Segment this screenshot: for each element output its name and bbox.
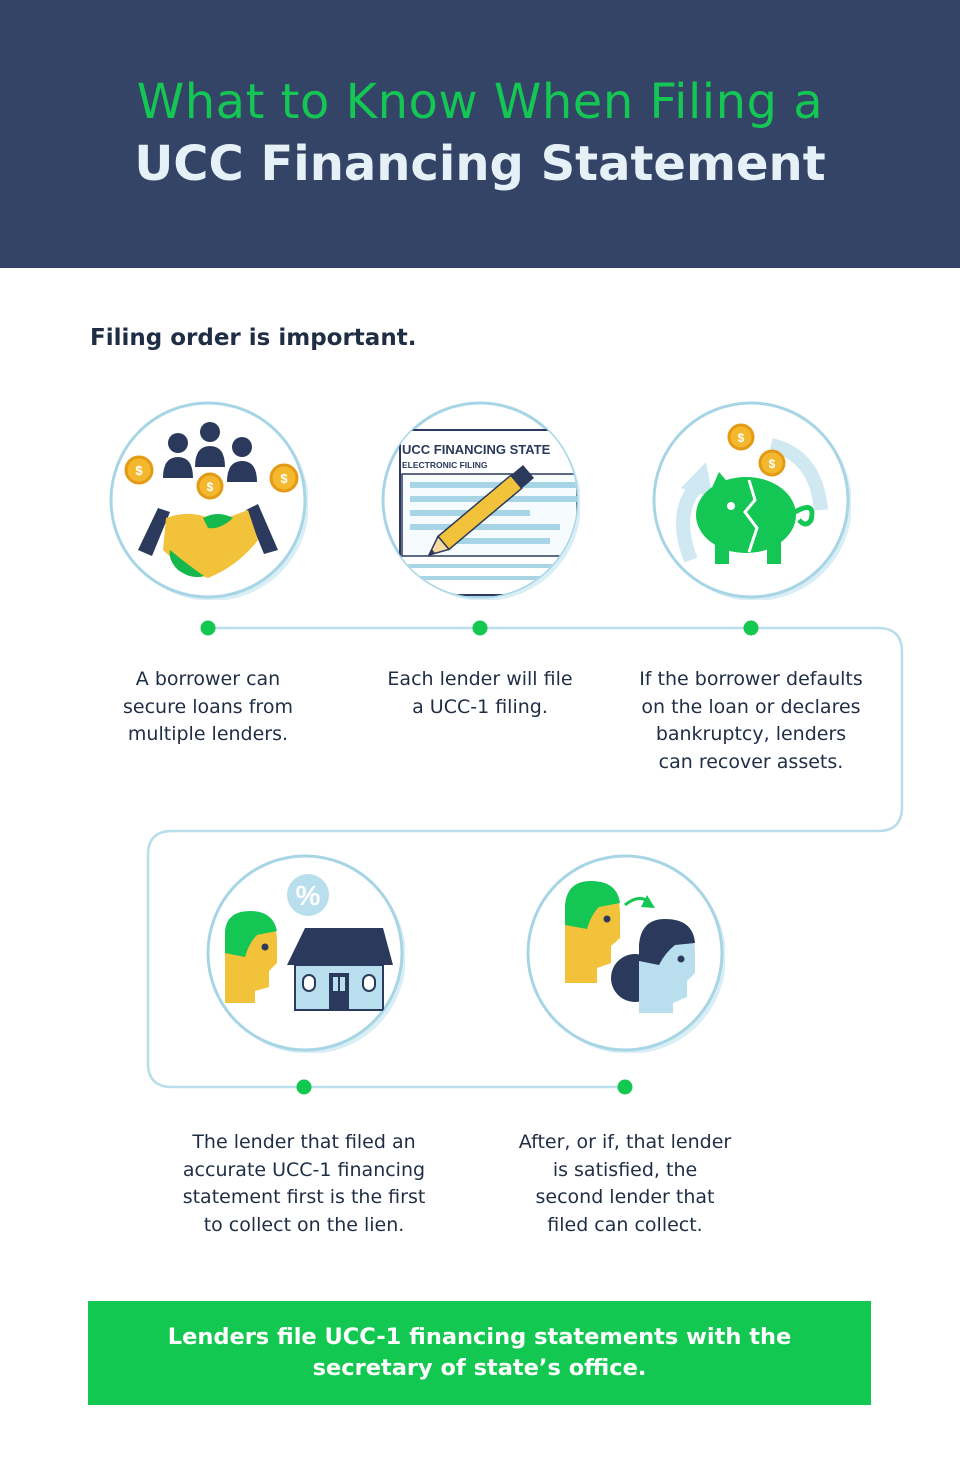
section-subheading: Filing order is important. (90, 325, 417, 351)
handshake-lenders-icon: $ $ $ (108, 400, 308, 600)
step-4-caption: The lender that filed an accurate UCC-1 … (182, 1131, 426, 1236)
timeline-dot (472, 620, 488, 636)
step-1-caption: A borrower can secure loans from multipl… (123, 668, 293, 745)
svg-text:$: $ (738, 431, 745, 445)
svg-text:$: $ (280, 471, 288, 486)
summary-banner-text: Lenders file UCC-1 financing statements … (167, 1324, 792, 1381)
header-banner: What to Know When Filing a UCC Financing… (0, 0, 960, 268)
ucc-filing-document-icon: UCC FINANCING STATE ELECTRONIC FILING (380, 400, 580, 600)
document-subtitle: ELECTRONIC FILING (402, 460, 488, 470)
summary-banner: Lenders file UCC-1 financing statements … (88, 1301, 871, 1405)
step-3-caption: If the borrower defaults on the loan or … (639, 668, 863, 773)
timeline-dot (200, 620, 216, 636)
timeline-dot (617, 1079, 633, 1095)
title-line-2: UCC Financing Statement (134, 136, 826, 192)
broken-piggy-bank-icon: $ $ (651, 400, 851, 600)
timeline-dot (743, 620, 759, 636)
document-title: UCC FINANCING STATE (402, 442, 551, 457)
step-2-caption: Each lender will file a UCC-1 filing. (387, 668, 573, 718)
percent-symbol: % (296, 880, 321, 911)
person-house-percent-icon: % (205, 853, 405, 1053)
title-line-1: What to Know When Filing a (136, 74, 824, 130)
svg-text:$: $ (207, 480, 214, 494)
timeline-dot (296, 1079, 312, 1095)
svg-text:$: $ (135, 463, 143, 478)
svg-text:$: $ (769, 457, 776, 471)
lender-handoff-icon (525, 853, 725, 1053)
step-5-caption: After, or if, that lender is satisfied, … (518, 1131, 732, 1236)
